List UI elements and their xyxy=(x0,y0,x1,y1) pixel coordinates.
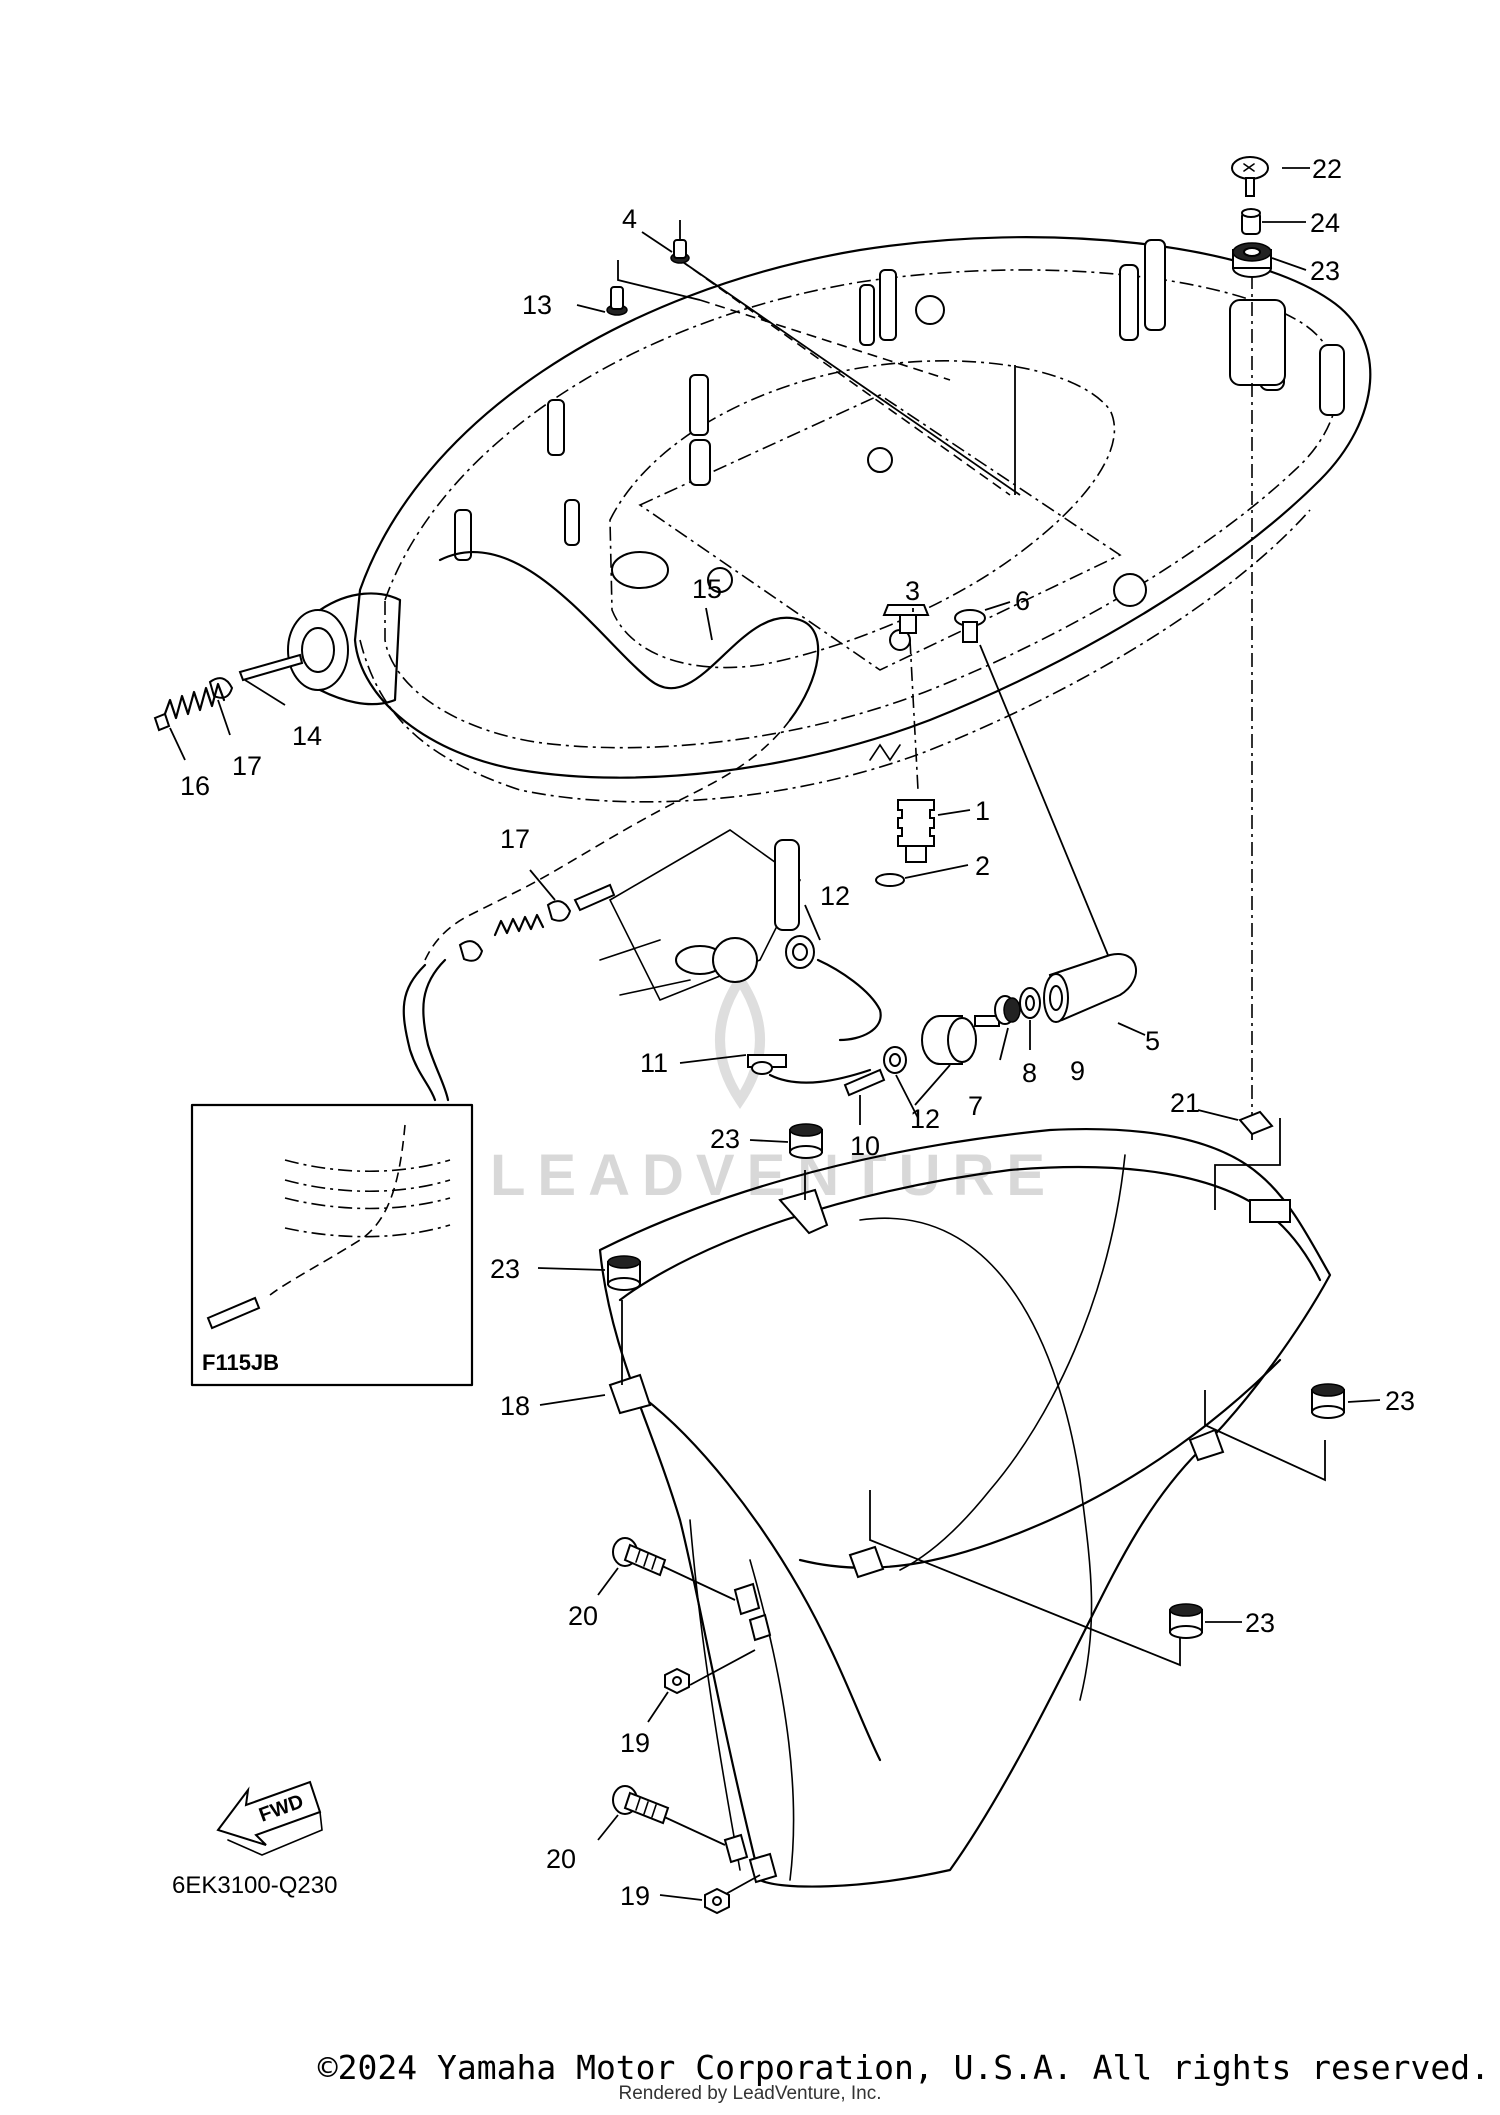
callout-24: 24 xyxy=(1310,208,1340,238)
callout-7: 7 xyxy=(968,1091,983,1121)
spring-17-middle xyxy=(458,883,616,962)
shaft-14 xyxy=(238,653,304,682)
bolt-20-lower xyxy=(612,1785,670,1825)
callout-numbers: 22 24 23 4 13 15 14 17 16 3 6 1 2 17 12 … xyxy=(180,154,1415,1911)
clamp-12-lower xyxy=(883,1046,907,1074)
cover-5 xyxy=(1043,953,1137,1023)
callout-18: 18 xyxy=(500,1391,530,1421)
link-bracket xyxy=(599,829,802,1002)
callout-22: 22 xyxy=(1312,154,1342,184)
align-line-20b xyxy=(659,1814,726,1846)
align-line-23e xyxy=(869,1490,1181,1667)
callout-21: 21 xyxy=(1170,1088,1200,1118)
callout-1: 1 xyxy=(975,796,990,826)
align-dash-13 xyxy=(699,299,951,381)
callout-6: 6 xyxy=(1015,586,1030,616)
joint-8 xyxy=(974,995,1021,1027)
fwd-arrow: FWD xyxy=(216,1780,323,1856)
bolt-6 xyxy=(954,609,986,643)
callout-20b: 20 xyxy=(546,1844,576,1874)
callout-9: 9 xyxy=(1070,1056,1085,1086)
cable-loop-2 xyxy=(422,958,450,1102)
align-line-23d xyxy=(1204,1390,1326,1482)
rendered-by: Rendered by LeadVenture, Inc. xyxy=(618,2083,882,2104)
align-line-21-box xyxy=(1214,1118,1281,1210)
hose-upper xyxy=(816,958,882,1042)
callout-5: 5 xyxy=(1145,1026,1160,1056)
callout-23d: 23 xyxy=(1385,1386,1415,1416)
grommet-23-d xyxy=(1311,1383,1345,1419)
align-line-6 xyxy=(979,644,1111,961)
hose-10 xyxy=(843,1068,886,1097)
callout-8: 8 xyxy=(1022,1058,1037,1088)
inset-box: F115JB xyxy=(190,1103,474,1387)
align-line-20a xyxy=(659,1564,736,1601)
watermark-text: LEADVENTURE xyxy=(490,1143,1057,1208)
callout-13: 13 xyxy=(522,290,552,320)
align-line-19a xyxy=(689,1649,756,1686)
clip-11 xyxy=(747,1054,787,1075)
nut-7 xyxy=(921,1015,977,1065)
inset-label: F115JB xyxy=(202,1350,279,1375)
callout-16: 16 xyxy=(180,771,210,801)
clamp-12-upper xyxy=(785,935,815,969)
nut-19-lower xyxy=(704,1887,730,1915)
harness-dashed xyxy=(424,719,791,961)
grommet-23-top xyxy=(1232,242,1272,278)
hose-lower xyxy=(768,1068,872,1084)
clip-2 xyxy=(875,873,905,887)
callout-19a: 19 xyxy=(620,1728,650,1758)
bottom-cowling-tray xyxy=(287,236,1372,803)
grommet-23-b xyxy=(789,1123,823,1159)
callout-23b: 23 xyxy=(710,1124,740,1154)
callout-12a: 12 xyxy=(820,881,850,911)
callout-2: 2 xyxy=(975,851,990,881)
tray-posts xyxy=(454,239,1345,651)
align-dash-4 xyxy=(679,259,1011,496)
grommet-1 xyxy=(897,799,935,863)
callout-10: 10 xyxy=(850,1131,880,1161)
collar-24 xyxy=(1241,208,1261,235)
callout-14: 14 xyxy=(292,721,322,751)
callout-20a: 20 xyxy=(568,1601,598,1631)
callout-23a: 23 xyxy=(1310,256,1340,286)
align-line-13 xyxy=(617,260,701,301)
callout-11: 11 xyxy=(640,1048,668,1078)
clip-4 xyxy=(670,239,690,264)
align-line-3 xyxy=(909,639,919,791)
watermark: LEADVENTURE xyxy=(490,970,1057,1208)
callout-12b: 12 xyxy=(910,1104,940,1134)
cable-loop xyxy=(402,963,437,1102)
callout-3: 3 xyxy=(905,576,920,606)
callout-23c: 23 xyxy=(490,1254,520,1284)
apron-cover xyxy=(598,1127,1332,1888)
nut-19-upper xyxy=(664,1667,690,1695)
bolt-20-upper xyxy=(612,1537,667,1577)
clip-21 xyxy=(1238,1110,1274,1136)
diagram-code: 6EK3100-Q230 xyxy=(172,1872,337,1899)
wire-harness xyxy=(438,551,820,722)
plate-3 xyxy=(882,604,930,634)
copyright-notice: ©2024 Yamaha Motor Corporation, U.S.A. A… xyxy=(317,2048,1490,2087)
washer-9 xyxy=(1019,987,1041,1019)
callout-15: 15 xyxy=(692,574,722,604)
screw-22 xyxy=(1231,156,1269,197)
tray-shaft-housing xyxy=(287,592,402,706)
spring-16 xyxy=(153,682,226,732)
clip-13 xyxy=(606,286,628,316)
grommet-23-c xyxy=(607,1255,641,1291)
callout-17a: 17 xyxy=(232,751,262,781)
callout-leaders xyxy=(169,167,1381,1901)
callout-23e: 23 xyxy=(1245,1608,1275,1638)
callout-17b: 17 xyxy=(500,824,530,854)
grommet-23-e xyxy=(1169,1603,1203,1639)
callout-19b: 19 xyxy=(620,1881,650,1911)
callout-4: 4 xyxy=(622,204,637,234)
